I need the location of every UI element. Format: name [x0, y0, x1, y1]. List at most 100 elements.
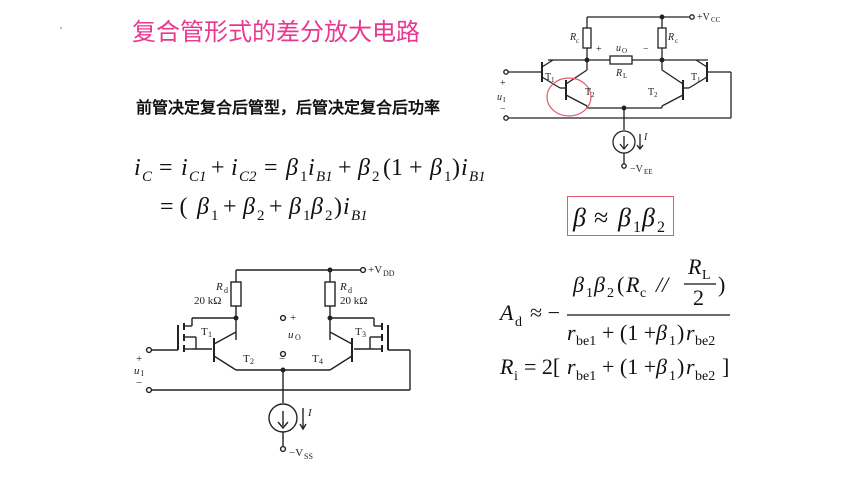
current-label-bottom: I	[307, 407, 313, 419]
ad-num-sub-c: c	[640, 286, 646, 301]
uo-out-sub: O	[295, 333, 301, 342]
ui-label: u	[497, 92, 502, 103]
uo-out-label: u	[288, 329, 294, 341]
vee-sub: EE	[644, 168, 653, 176]
ic-lparen: (1 +	[383, 155, 423, 181]
ic-rparen: )	[452, 155, 460, 181]
ad-den-r1: r	[567, 320, 576, 345]
ic2-beta2c: β	[310, 194, 323, 220]
ic-beta1-sub: 1	[300, 169, 308, 185]
ri-rbracket: ]	[722, 354, 729, 379]
ic2-beta2-sub: 2	[257, 208, 265, 224]
ic-iC1: i	[181, 155, 188, 181]
vss-label: −V	[289, 447, 303, 459]
ui-in-minus: −	[136, 377, 142, 389]
beta-main: β	[572, 203, 586, 232]
t2-right-label: T	[648, 87, 654, 98]
ri-rparen: )	[677, 354, 684, 379]
rd-right-resistor	[324, 281, 336, 307]
ic2-rparen: )	[334, 194, 342, 220]
ad-den-beta: β	[655, 320, 667, 345]
t2-label: T	[243, 353, 250, 365]
ic-sub-c1: C1	[189, 169, 207, 185]
ic-beta2: β	[357, 155, 370, 181]
ic2-beta2: β	[242, 194, 255, 220]
vdd-sub: DD	[383, 269, 395, 278]
page-title: 复合管形式的差分放大电路	[132, 18, 420, 46]
rd-right-sub: d	[348, 286, 352, 295]
ad-approx: ≈ −	[530, 300, 560, 325]
vcc-label: +V	[697, 12, 711, 23]
ui-in-sub: I	[141, 369, 144, 378]
circuit-bottom-labels: +V DD R d 20 kΩ R d 20 kΩ + u O − T 1 T …	[134, 264, 395, 461]
t3-sub: 3	[362, 330, 366, 339]
formula-ic-line2: = ( β 1 + β 2 + β 1 β 2 ) i B1	[160, 194, 368, 224]
ad-den-r2: r	[686, 320, 695, 345]
ic-eq: =	[159, 155, 173, 181]
t1-sub: 1	[208, 330, 212, 339]
ad-num-R: R	[625, 272, 640, 297]
composite-transistor-highlight	[546, 77, 592, 117]
ic2-i: i	[343, 194, 350, 220]
t2-left-label: T	[585, 87, 591, 98]
rd-left-sub: d	[224, 286, 228, 295]
ri-R: R	[499, 354, 514, 379]
vdd-terminal	[359, 266, 367, 274]
rl-label: R	[615, 68, 622, 79]
ad-num-beta2: β	[593, 272, 605, 297]
circuit-bottom-mos	[145, 266, 411, 453]
current-label-top: I	[643, 132, 648, 143]
formula-ad: A d ≈ − β 1 β 2 ( R c // R L 2 ) r be1 +…	[498, 254, 730, 349]
uo-label: u	[616, 43, 621, 54]
rc-left-sub: c	[576, 37, 579, 45]
rd-left-value: 20 kΩ	[194, 295, 221, 307]
ic2-beta1: β	[196, 194, 209, 220]
ad-num-beta2-sub: 2	[607, 286, 614, 301]
t1-right-label: T	[691, 72, 697, 83]
vcc-terminal	[689, 14, 695, 20]
t2-left-sub: 2	[591, 91, 595, 99]
ic2-beta1-sub: 1	[211, 208, 219, 224]
uo-plus: +	[596, 44, 602, 55]
ad-num-lparen: (	[617, 272, 624, 297]
ic2-beta1c-sub: 1	[303, 208, 311, 224]
ic-plus2: +	[338, 155, 352, 181]
vee-label: −V	[630, 164, 644, 175]
formula-beta-approx: β ≈ β 1 β 2	[572, 203, 665, 236]
ad-num-2: 2	[693, 285, 704, 310]
ad-num-beta1-sub: 1	[586, 286, 593, 301]
ic2-beta2c-sub: 2	[325, 208, 333, 224]
ic2-sub-b1: B1	[351, 208, 368, 224]
ad-den-plus: + (1 +	[602, 320, 656, 345]
formula-ic-line1: i C = i C1 + i C2 = β 1 i B1 + β 2 (1 + …	[134, 155, 486, 185]
ad-num-rparen: )	[718, 272, 725, 297]
t1-left-label: T	[545, 72, 551, 83]
ic-iB1b: i	[461, 155, 468, 181]
ad-num-RL: R	[687, 254, 702, 279]
rc-right-sub: c	[675, 37, 678, 45]
ic-plus: +	[211, 155, 225, 181]
t2-right-sub: 2	[654, 91, 658, 99]
ic-sub-b1: B1	[316, 169, 333, 185]
beta-b1-sub: 1	[633, 219, 641, 236]
ui-sub: I	[503, 96, 506, 104]
ui-in-plus: +	[136, 353, 142, 365]
ad-sub-d: d	[515, 315, 522, 330]
ic-beta1b-sub: 1	[444, 169, 452, 185]
ad-num-parallel: //	[654, 272, 670, 297]
ad-num-beta1: β	[572, 272, 584, 297]
vcc-sub: CC	[711, 16, 721, 24]
ic-sub-b1b: B1	[469, 169, 486, 185]
t1-label: T	[201, 326, 208, 338]
ri-sub-i: i	[514, 369, 518, 384]
rc-right-label: R	[667, 32, 674, 43]
ri-be1: be1	[576, 369, 596, 384]
rc-left-resistor	[582, 27, 592, 49]
circuit-top-labels: +V CC R c R c + − u O R L T 1 T 2 T 2 T …	[497, 12, 721, 176]
ri-eq: = 2[	[524, 354, 560, 379]
ic-iB1: i	[308, 155, 315, 181]
ad-num-sub-L: L	[702, 268, 711, 283]
beta-b1: β	[617, 203, 631, 232]
ic-sub-c: C	[142, 169, 153, 185]
formula-ri: R i = 2[ r be1 + (1 + β 1 ) r be2 ]	[499, 354, 729, 384]
